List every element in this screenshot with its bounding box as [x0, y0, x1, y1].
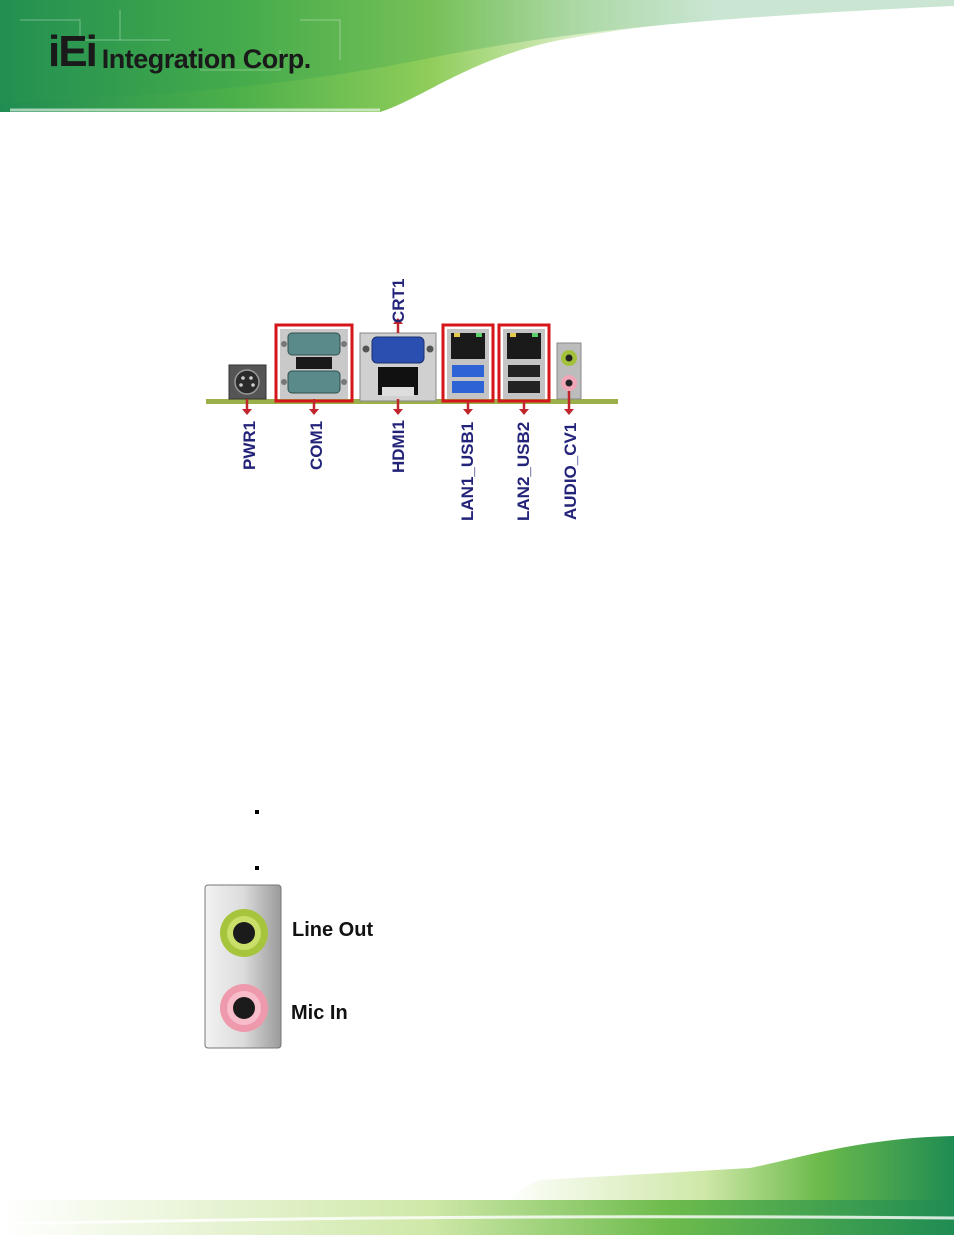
- com1-connector: [274, 323, 354, 403]
- pwr1-connector: [228, 364, 267, 400]
- line-out-label: Line Out: [292, 919, 374, 941]
- label-lan2-usb2: LAN2_USB2: [514, 421, 533, 521]
- crt1-hdmi1-connector: [359, 332, 437, 402]
- line-out-jack: [220, 909, 268, 957]
- company-logo: iEi Integration Corp.: [48, 27, 312, 76]
- mic-in-jack: [220, 984, 268, 1032]
- bullet-marker: [255, 810, 259, 814]
- label-lan1-usb1: LAN1_USB1: [458, 421, 477, 521]
- rear-io-panel: [206, 318, 618, 415]
- audio-cv1-connector: [556, 342, 582, 400]
- label-crt1: CRT1: [389, 278, 408, 323]
- audio-jack-illustration: [204, 884, 282, 1049]
- header-banner: [0, 0, 954, 112]
- label-pwr1: PWR1: [240, 420, 259, 470]
- logo-company-name: Integration Corp.: [101, 44, 312, 74]
- footer-banner: [0, 1136, 954, 1235]
- label-hdmi1: HDMI1: [389, 420, 408, 473]
- lan2-usb2-connector: [497, 323, 551, 403]
- lan1-usb1-connector: [441, 323, 495, 403]
- label-com1: COM1: [307, 420, 326, 470]
- callout-arrows: [242, 318, 574, 415]
- logo-mark: iEi: [48, 27, 98, 76]
- mic-in-label: Mic In: [291, 1002, 348, 1024]
- label-audio-cv1: AUDIO_CV1: [561, 422, 580, 520]
- bullet-marker: [255, 866, 259, 870]
